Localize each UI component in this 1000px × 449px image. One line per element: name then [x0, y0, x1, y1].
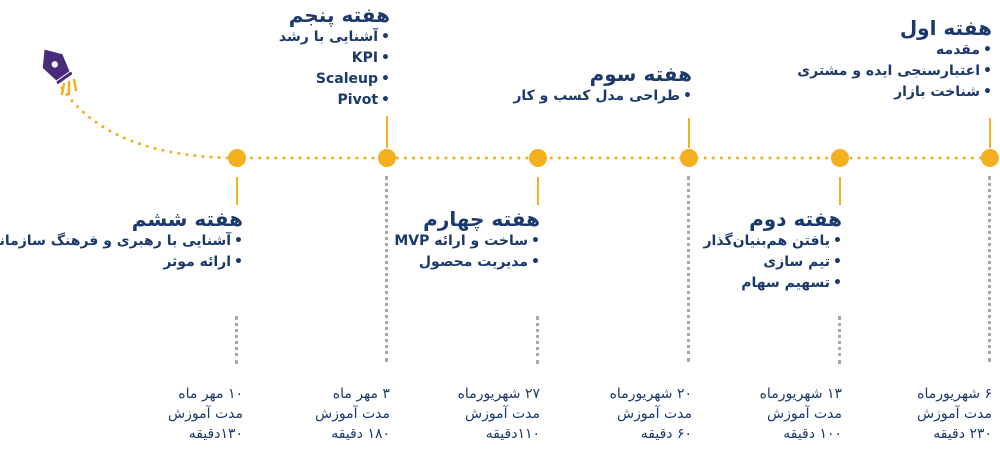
week-topics: مقدمه اعتبارسنجی ایده و مشتری شناخت بازا… — [797, 40, 992, 103]
timeline-node-week-6 — [228, 149, 246, 167]
duration-label: مدت آموزش — [315, 406, 390, 422]
timeline-node-week-2 — [831, 149, 849, 167]
week-2-block: هفته دوم یافتن هم‌بنیان‌گذار تیم سازی تس… — [704, 207, 843, 294]
week-topics: طراحی مدل کسب و کار — [513, 86, 692, 107]
week-1-schedule: ۶ شهریورماه مدت آموزش ۲۳۰ دقیقه — [917, 384, 992, 444]
date-connector-week-1 — [988, 176, 991, 362]
week-date: ۲۰ شهریورماه — [609, 386, 692, 402]
connector-week-2 — [839, 177, 841, 205]
week-date: ۱۳ شهریورماه — [759, 386, 842, 402]
timeline-node-week-3 — [680, 149, 698, 167]
week-duration: ۲۳۰ دقیقه — [933, 426, 992, 442]
week-title: هفته ششم — [131, 207, 243, 231]
topic-item: مقدمه — [797, 40, 992, 61]
week-duration: ۶۰ دقیقه — [640, 426, 692, 442]
timeline-node-week-1 — [981, 149, 999, 167]
duration-label: مدت آموزش — [617, 406, 692, 422]
week-title: هفته اول — [899, 16, 992, 40]
duration-label: مدت آموزش — [767, 406, 842, 422]
week-title: هفته پنجم — [288, 3, 390, 27]
week-3-schedule: ۲۰ شهریورماه مدت آموزش ۶۰ دقیقه — [610, 384, 692, 444]
week-5-block: هفته پنجم آشنایی با رشد KPI Scaleup Pivo… — [279, 3, 390, 111]
topic-item: KPI — [279, 48, 390, 69]
week-date: ۳ مهر ماه — [332, 386, 390, 402]
week-topics: آشنایی با رشد KPI Scaleup Pivot — [279, 27, 390, 111]
week-4-block: هفته چهارم ساخت و ارائه MVP مدیریت محصول — [394, 207, 540, 273]
week-duration: ۱۳۰دقیقه — [188, 426, 243, 442]
week-4-schedule: ۲۷ شهریورماه مدت آموزش ۱۱۰دقیقه — [458, 384, 540, 444]
week-6-schedule: ۱۰ مهر ماه مدت آموزش ۱۳۰دقیقه — [168, 384, 243, 444]
connector-week-4 — [537, 177, 539, 205]
duration-label: مدت آموزش — [917, 406, 992, 422]
week-6-block: هفته ششم آشنایی با رهبری و فرهنگ سازمانی… — [0, 207, 243, 273]
connector-week-3 — [688, 118, 690, 148]
topic-item: طراحی مدل کسب و کار — [513, 86, 692, 107]
week-3-block: هفته سوم طراحی مدل کسب و کار — [513, 62, 692, 107]
duration-label: مدت آموزش — [465, 406, 540, 422]
connector-week-5 — [386, 116, 388, 148]
date-connector-week-5 — [385, 176, 388, 362]
week-duration: ۱۰۰ دقیقه — [783, 426, 842, 442]
connector-week-1 — [989, 118, 991, 148]
topic-item: ساخت و ارائه MVP — [394, 231, 540, 252]
date-connector-week-6 — [235, 316, 238, 364]
week-date: ۱۰ مهر ماه — [178, 386, 243, 402]
week-topics: ساخت و ارائه MVP مدیریت محصول — [394, 231, 540, 273]
week-duration: ۱۱۰دقیقه — [485, 426, 540, 442]
week-2-schedule: ۱۳ شهریورماه مدت آموزش ۱۰۰ دقیقه — [760, 384, 842, 444]
week-5-schedule: ۳ مهر ماه مدت آموزش ۱۸۰ دقیقه — [315, 384, 390, 444]
timeline-node-week-4 — [529, 149, 547, 167]
week-date: ۲۷ شهریورماه — [457, 386, 540, 402]
topic-item: یافتن هم‌بنیان‌گذار — [704, 231, 843, 252]
topic-item: شناخت بازار — [797, 82, 992, 103]
week-date: ۶ شهریورماه — [917, 386, 992, 402]
week-1-block: هفته اول مقدمه اعتبارسنجی ایده و مشتری ش… — [797, 16, 992, 103]
topic-item: ارائه موثر — [0, 252, 243, 273]
week-title: هفته دوم — [749, 207, 842, 231]
topic-item: آشنایی با رهبری و فرهنگ سازمانی — [0, 231, 243, 252]
fountain-pen-nib-icon — [42, 49, 78, 96]
date-connector-week-4 — [536, 316, 539, 364]
timeline-node-week-5 — [378, 149, 396, 167]
week-title: هفته سوم — [589, 62, 692, 86]
topic-item: اعتبارسنجی ایده و مشتری — [797, 61, 992, 82]
topic-item: Pivot — [279, 90, 390, 111]
week-duration: ۱۸۰ دقیقه — [331, 426, 390, 442]
topic-item: مدیریت محصول — [394, 252, 540, 273]
duration-label: مدت آموزش — [168, 406, 243, 422]
week-title: هفته چهارم — [423, 207, 540, 231]
date-connector-week-3 — [687, 176, 690, 362]
connector-week-6 — [236, 177, 238, 205]
topic-item: Scaleup — [279, 69, 390, 90]
week-topics: آشنایی با رهبری و فرهنگ سازمانی ارائه مو… — [0, 231, 243, 273]
week-topics: یافتن هم‌بنیان‌گذار تیم سازی تسهیم سهام — [704, 231, 843, 294]
topic-item: آشنایی با رشد — [279, 27, 390, 48]
topic-item: تیم سازی — [704, 252, 843, 273]
topic-item: تسهیم سهام — [704, 273, 843, 294]
date-connector-week-2 — [838, 316, 841, 364]
